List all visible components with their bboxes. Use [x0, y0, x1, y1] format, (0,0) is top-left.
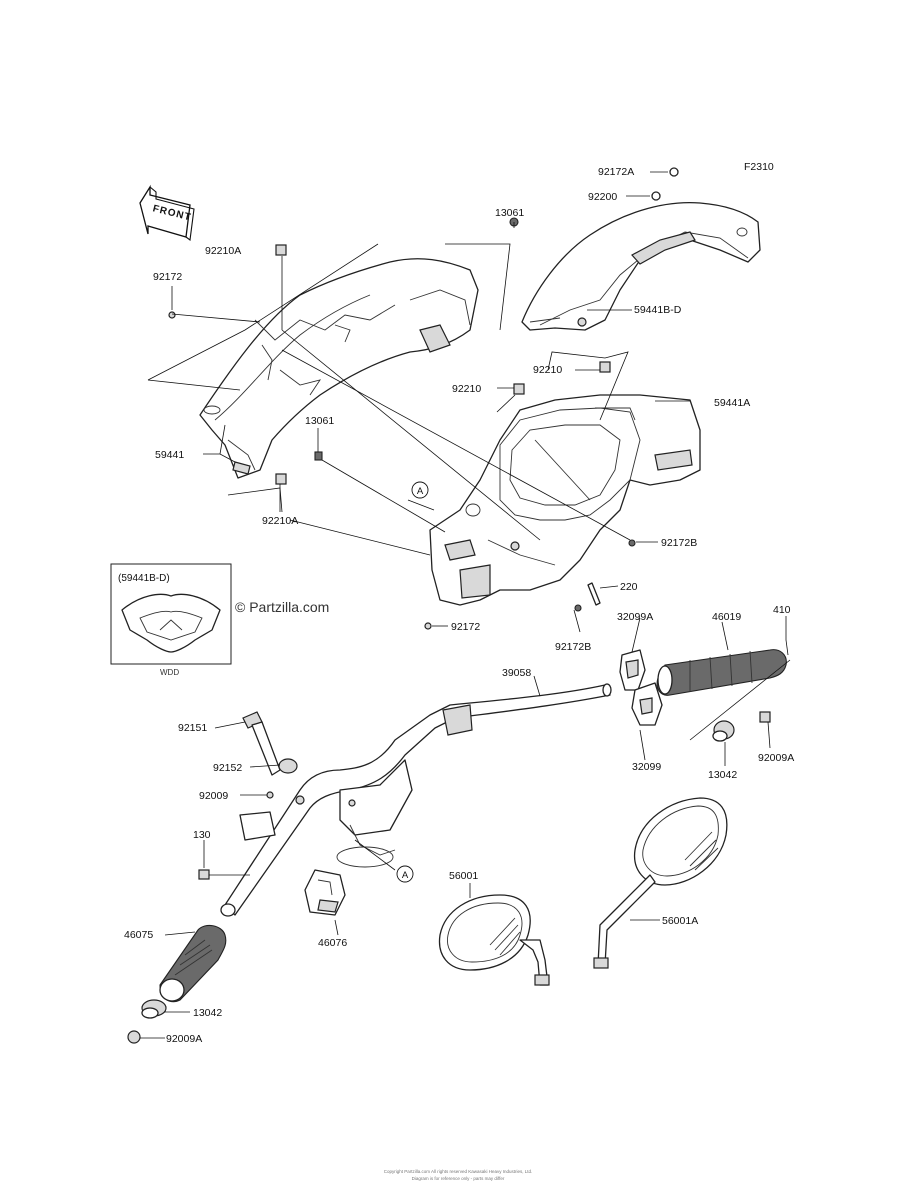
collar-92152 [278, 758, 298, 774]
part-410 [785, 639, 789, 656]
meter-cowl [429, 394, 701, 606]
diagram-code: F2310 [744, 161, 774, 173]
bolt-92151 [242, 711, 281, 776]
label-59441: 59441 [155, 449, 184, 461]
label-92009: 92009 [199, 790, 228, 802]
label-32099: 32099 [632, 761, 661, 773]
screw-92009 [266, 791, 274, 799]
screw-92009a-right [759, 711, 771, 723]
label-92172a: 92172A [598, 166, 634, 178]
label-46076: 46076 [318, 937, 347, 949]
label-92152: 92152 [213, 762, 242, 774]
footer-line-1: Copyright Partzilla.com All rights reser… [384, 1169, 533, 1174]
label-92210: 92210 [452, 383, 481, 395]
nut-92210a-top [275, 244, 287, 256]
label-130: 130 [193, 829, 211, 841]
label-32099a: 32099A [617, 611, 653, 623]
part-130 [198, 869, 250, 880]
handlebar [220, 683, 612, 917]
left-mirror [438, 894, 550, 986]
switch-32099 [631, 682, 663, 726]
label-92009a-left: 92009A [166, 1033, 202, 1045]
footer-line-2: Diagram is for reference only - parts ma… [412, 1176, 505, 1181]
callout-a-upper: A [411, 481, 429, 499]
left-grip [159, 924, 227, 1003]
screw-92172-lower [424, 622, 432, 630]
callout-a-lower: A [396, 865, 414, 883]
label-92172-left: 92172 [153, 271, 182, 283]
right-grip [656, 649, 787, 696]
right-upper-cowl [521, 201, 761, 331]
washer-92200 [651, 191, 661, 201]
label-13061-mid: 13061 [305, 415, 334, 427]
leader-lines [140, 171, 791, 1039]
inset-panel: (59441B-D) WDD [110, 563, 232, 677]
label-59441a: 59441A [714, 397, 750, 409]
label-92172-lower: 92172 [451, 621, 480, 633]
pin-220 [587, 582, 601, 606]
svg-text:A: A [402, 870, 409, 881]
screw-92172-left [168, 311, 176, 319]
inset-footer: WDD [160, 668, 179, 677]
screw-92172b-lower [574, 604, 582, 612]
screw-92172b [628, 539, 636, 547]
nut-92210a-bottom [275, 473, 287, 485]
label-56001a: 56001A [662, 915, 698, 927]
switch-32099a [619, 649, 646, 691]
label-13042-right: 13042 [708, 769, 737, 781]
inset-label: (59441B-D) [118, 573, 170, 584]
label-220: 220 [620, 581, 638, 593]
fastener-92172a [669, 167, 679, 177]
nut-92210-right [599, 361, 611, 373]
label-92210-right: 92210 [533, 364, 562, 376]
grommet-13061-mid [314, 451, 323, 461]
label-39058: 39058 [502, 667, 531, 679]
label-59441b-d: 59441B-D [634, 304, 682, 316]
copyright-text: © Partzilla.com [235, 599, 329, 615]
front-arrow-icon: FRONT [139, 184, 195, 242]
label-46075: 46075 [124, 929, 153, 941]
label-13061-top: 13061 [495, 207, 524, 219]
left-upper-cowl [199, 258, 479, 479]
grip-end-13042-left [141, 999, 167, 1019]
label-92172b: 92172B [661, 537, 697, 549]
label-92210a-bottom: 92210A [262, 515, 298, 527]
label-92172b-lower: 92172B [555, 641, 591, 653]
label-410: 410 [773, 604, 791, 616]
label-13042-left: 13042 [193, 1007, 222, 1019]
label-56001: 56001 [449, 870, 478, 882]
label-46019: 46019 [712, 611, 741, 623]
label-92009a-right: 92009A [758, 752, 794, 764]
label-92151: 92151 [178, 722, 207, 734]
grip-end-13042-right [712, 720, 735, 742]
nut-92210 [513, 383, 525, 395]
svg-text:A: A [417, 486, 424, 497]
label-92210a-top: 92210A [205, 245, 241, 257]
screw-92009a-left [127, 1030, 141, 1044]
switch-housing [304, 869, 346, 916]
label-92200: 92200 [588, 191, 617, 203]
right-mirror [593, 797, 728, 969]
